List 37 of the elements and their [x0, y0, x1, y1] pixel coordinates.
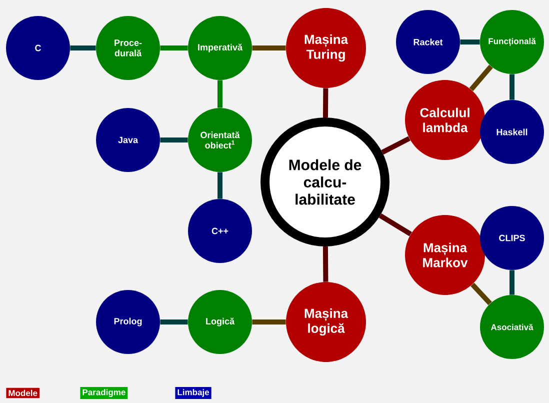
connector — [381, 136, 410, 155]
connector — [218, 172, 222, 199]
connector — [322, 246, 328, 282]
connector — [160, 138, 188, 142]
legend-item: Paradigme — [80, 387, 128, 399]
connector — [160, 46, 188, 50]
connector — [160, 320, 188, 324]
bubble-node: Java — [96, 108, 160, 172]
bubble-node: Imperativă — [188, 16, 252, 80]
bubble-node: Asociativă — [480, 295, 544, 359]
legend-item: Modele — [6, 388, 40, 398]
connector — [510, 270, 514, 295]
bubble-node: Funcțională — [480, 10, 544, 74]
connector — [378, 213, 412, 236]
bubble-node: C++ — [188, 199, 252, 263]
connector — [218, 80, 222, 108]
connector — [252, 46, 286, 50]
bubble-node: Logică — [188, 290, 252, 354]
bubble-node: Racket — [396, 10, 460, 74]
connector — [252, 320, 286, 324]
bubble-node: Mașina Turing — [286, 8, 366, 88]
connector — [322, 88, 328, 118]
bubble-node: Calculul lambda — [405, 80, 485, 160]
bubble-node: Prolog — [96, 290, 160, 354]
connector — [510, 74, 514, 100]
connector — [460, 40, 480, 44]
bubble-node: Haskell — [480, 100, 544, 164]
bubble-node: Proce- durală — [96, 16, 160, 80]
bubble-node: C — [6, 16, 70, 80]
bubble-node: Orientată obiect$^{1}$ — [188, 108, 252, 172]
bubble-node: Mașina Markov — [405, 215, 485, 295]
connector — [470, 282, 492, 306]
legend-item: Limbaje — [175, 387, 212, 399]
bubble-node: Mașina logică — [286, 282, 366, 362]
connector — [70, 46, 96, 50]
connector — [469, 64, 493, 92]
bubble-node: CLIPS — [480, 206, 544, 270]
